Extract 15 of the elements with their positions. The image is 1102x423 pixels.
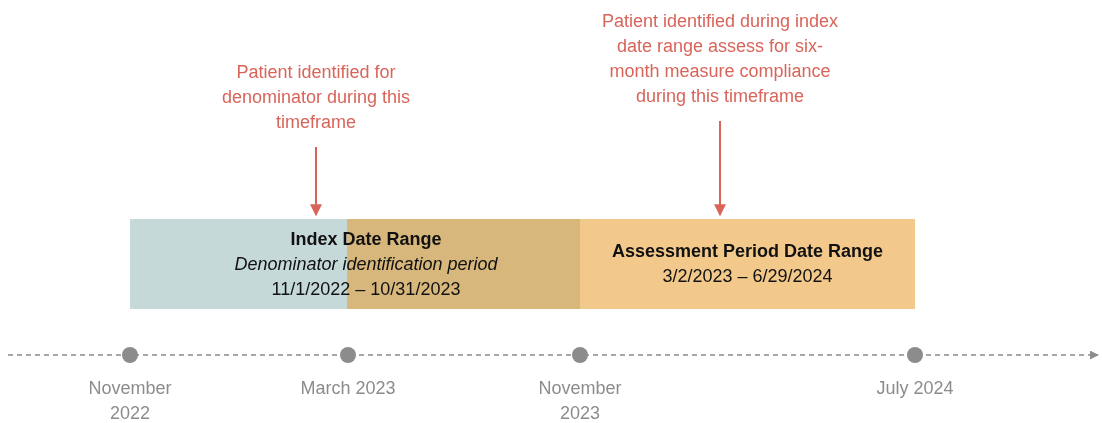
date-range-bar	[580, 219, 915, 309]
bar-subtitle: Denominator identification period	[234, 252, 498, 276]
date-range-bar	[130, 219, 580, 309]
axis-label: July 2024	[875, 377, 955, 400]
axis-label: March 2023	[299, 377, 397, 400]
annotation-text: Patient identified during index date range assess for six-month measure compliance during this timeframe	[600, 9, 840, 109]
date-range-text: 11/1/2022 – 10/31/2023	[271, 277, 461, 301]
annotation-text: Patient identified for denominator during this timeframe	[206, 60, 426, 135]
bar-heading: Assessment Period Date Range	[611, 240, 884, 263]
date-range-text: 3/2/2023 – 6/29/2024	[662, 265, 833, 288]
axis-label: November 2023	[537, 377, 623, 423]
bar-heading: Index Date Range	[290, 227, 442, 251]
axis-label: November 2022	[87, 377, 173, 423]
arrow	[310, 146, 322, 217]
arrow	[714, 120, 726, 217]
